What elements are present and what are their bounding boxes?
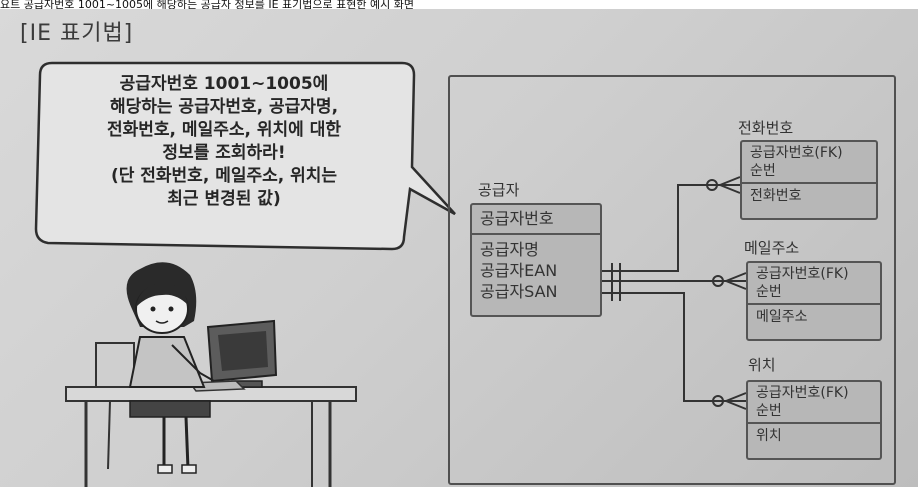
speech-line: 최근 변경된 값) (167, 189, 281, 209)
erd-frame (448, 75, 896, 485)
section-title: [IE 표기법] (20, 21, 134, 46)
entity-attribute: 전화번호 (750, 188, 802, 204)
relationship-lines (602, 176, 747, 410)
entity-key: 공급자번호 (472, 205, 600, 235)
entity-email: 공급자번호(FK) 순번 메일주소 (746, 261, 882, 341)
speech-line: 정보를 조회하라! (162, 143, 286, 163)
desk-illustration (65, 319, 357, 487)
relationship-supplier-phone (602, 184, 740, 272)
entity-attribute: 공급자EAN (480, 261, 558, 280)
entity-title-location: 위치 (748, 356, 776, 374)
speech-bubble (34, 61, 456, 251)
entity-attribute: 공급자SAN (480, 282, 558, 301)
girl-illustration (126, 262, 215, 474)
entity-attribute: 위치 (756, 428, 782, 444)
entity-attribute: 메일주소 (756, 309, 808, 325)
entity-keys: 공급자번호(FK) 순번 (742, 142, 876, 184)
diagram-photo: [IE 표기법] (0, 9, 918, 487)
entity-key: 순번 (756, 403, 782, 419)
entity-keys: 공급자번호(FK) 순번 (748, 263, 880, 305)
speech-line: 전화번호, 메일주소, 위치에 대한 (107, 120, 341, 140)
illustration (34, 61, 747, 487)
entity-attributes: 공급자명 공급자EAN 공급자SAN (472, 235, 600, 306)
speech-line: 해당하는 공급자번호, 공급자명, (109, 97, 339, 117)
entity-key: 공급자번호(FK) (750, 145, 843, 161)
entity-attribute: 공급자명 (480, 240, 539, 259)
entity-key: 순번 (756, 284, 782, 300)
image-caption: 요트 공급자번호 1001~1005에 해당하는 공급자 정보를 IE 표기법으… (0, 0, 414, 9)
entity-title-phone: 전화번호 (738, 119, 794, 137)
entity-supplier: 공급자번호 공급자명 공급자EAN 공급자SAN (470, 203, 602, 317)
speech-line: (단 전화번호, 메일주소, 위치는 (110, 166, 338, 186)
entity-title-supplier: 공급자 (478, 181, 520, 199)
entity-key: 순번 (750, 163, 776, 179)
speech-line: 공급자번호 1001~1005에 (119, 74, 329, 94)
entity-location: 공급자번호(FK) 순번 위치 (746, 380, 882, 460)
entity-keys: 공급자번호(FK) 순번 (748, 382, 880, 424)
entity-key: 공급자번호(FK) (756, 266, 849, 282)
relationship-supplier-location (602, 292, 746, 402)
entity-key: 공급자번호(FK) (756, 385, 849, 401)
speech-bubble-text: 공급자번호 1001~1005에 해당하는 공급자번호, 공급자명, 전화번호,… (44, 73, 404, 211)
entity-phone: 공급자번호(FK) 순번 전화번호 (740, 140, 878, 220)
entity-title-email: 메일주소 (744, 239, 800, 257)
